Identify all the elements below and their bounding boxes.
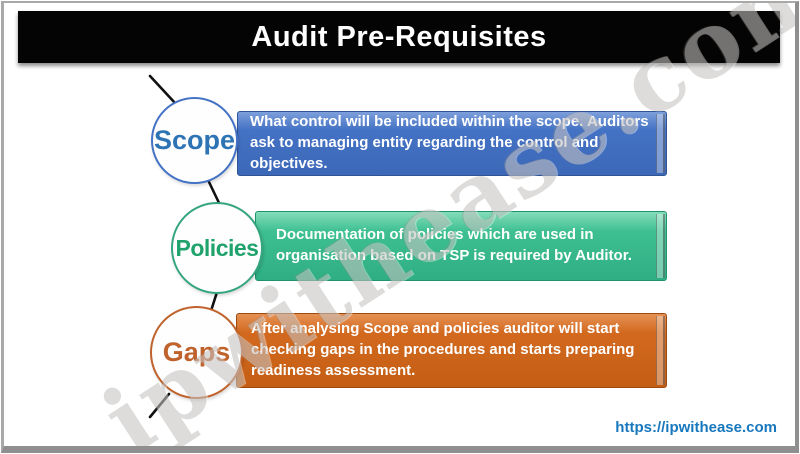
gaps-label: Gaps: [162, 337, 231, 367]
scope-description-bar: What control will be included within the…: [237, 111, 667, 176]
title-bar: Audit Pre-Requisites: [18, 11, 780, 63]
policies-circle: Policies: [171, 202, 263, 294]
scope-description: What control will be included within the…: [250, 113, 649, 172]
gaps-description-bar: After analysing Scope and policies audit…: [236, 313, 667, 388]
scope-circle: Scope: [151, 97, 238, 184]
policies-label: Policies: [175, 234, 259, 261]
scope-label: Scope: [153, 125, 236, 155]
gaps-description: After analysing Scope and policies audit…: [251, 320, 635, 379]
policies-description: Documentation of policies which are used…: [276, 226, 632, 264]
gaps-circle: Gaps: [150, 306, 243, 399]
footer-link[interactable]: https://ipwithease.com: [615, 419, 777, 436]
page-title: Audit Pre-Requisites: [251, 20, 547, 53]
policies-description-bar: Documentation of policies which are used…: [255, 211, 667, 281]
